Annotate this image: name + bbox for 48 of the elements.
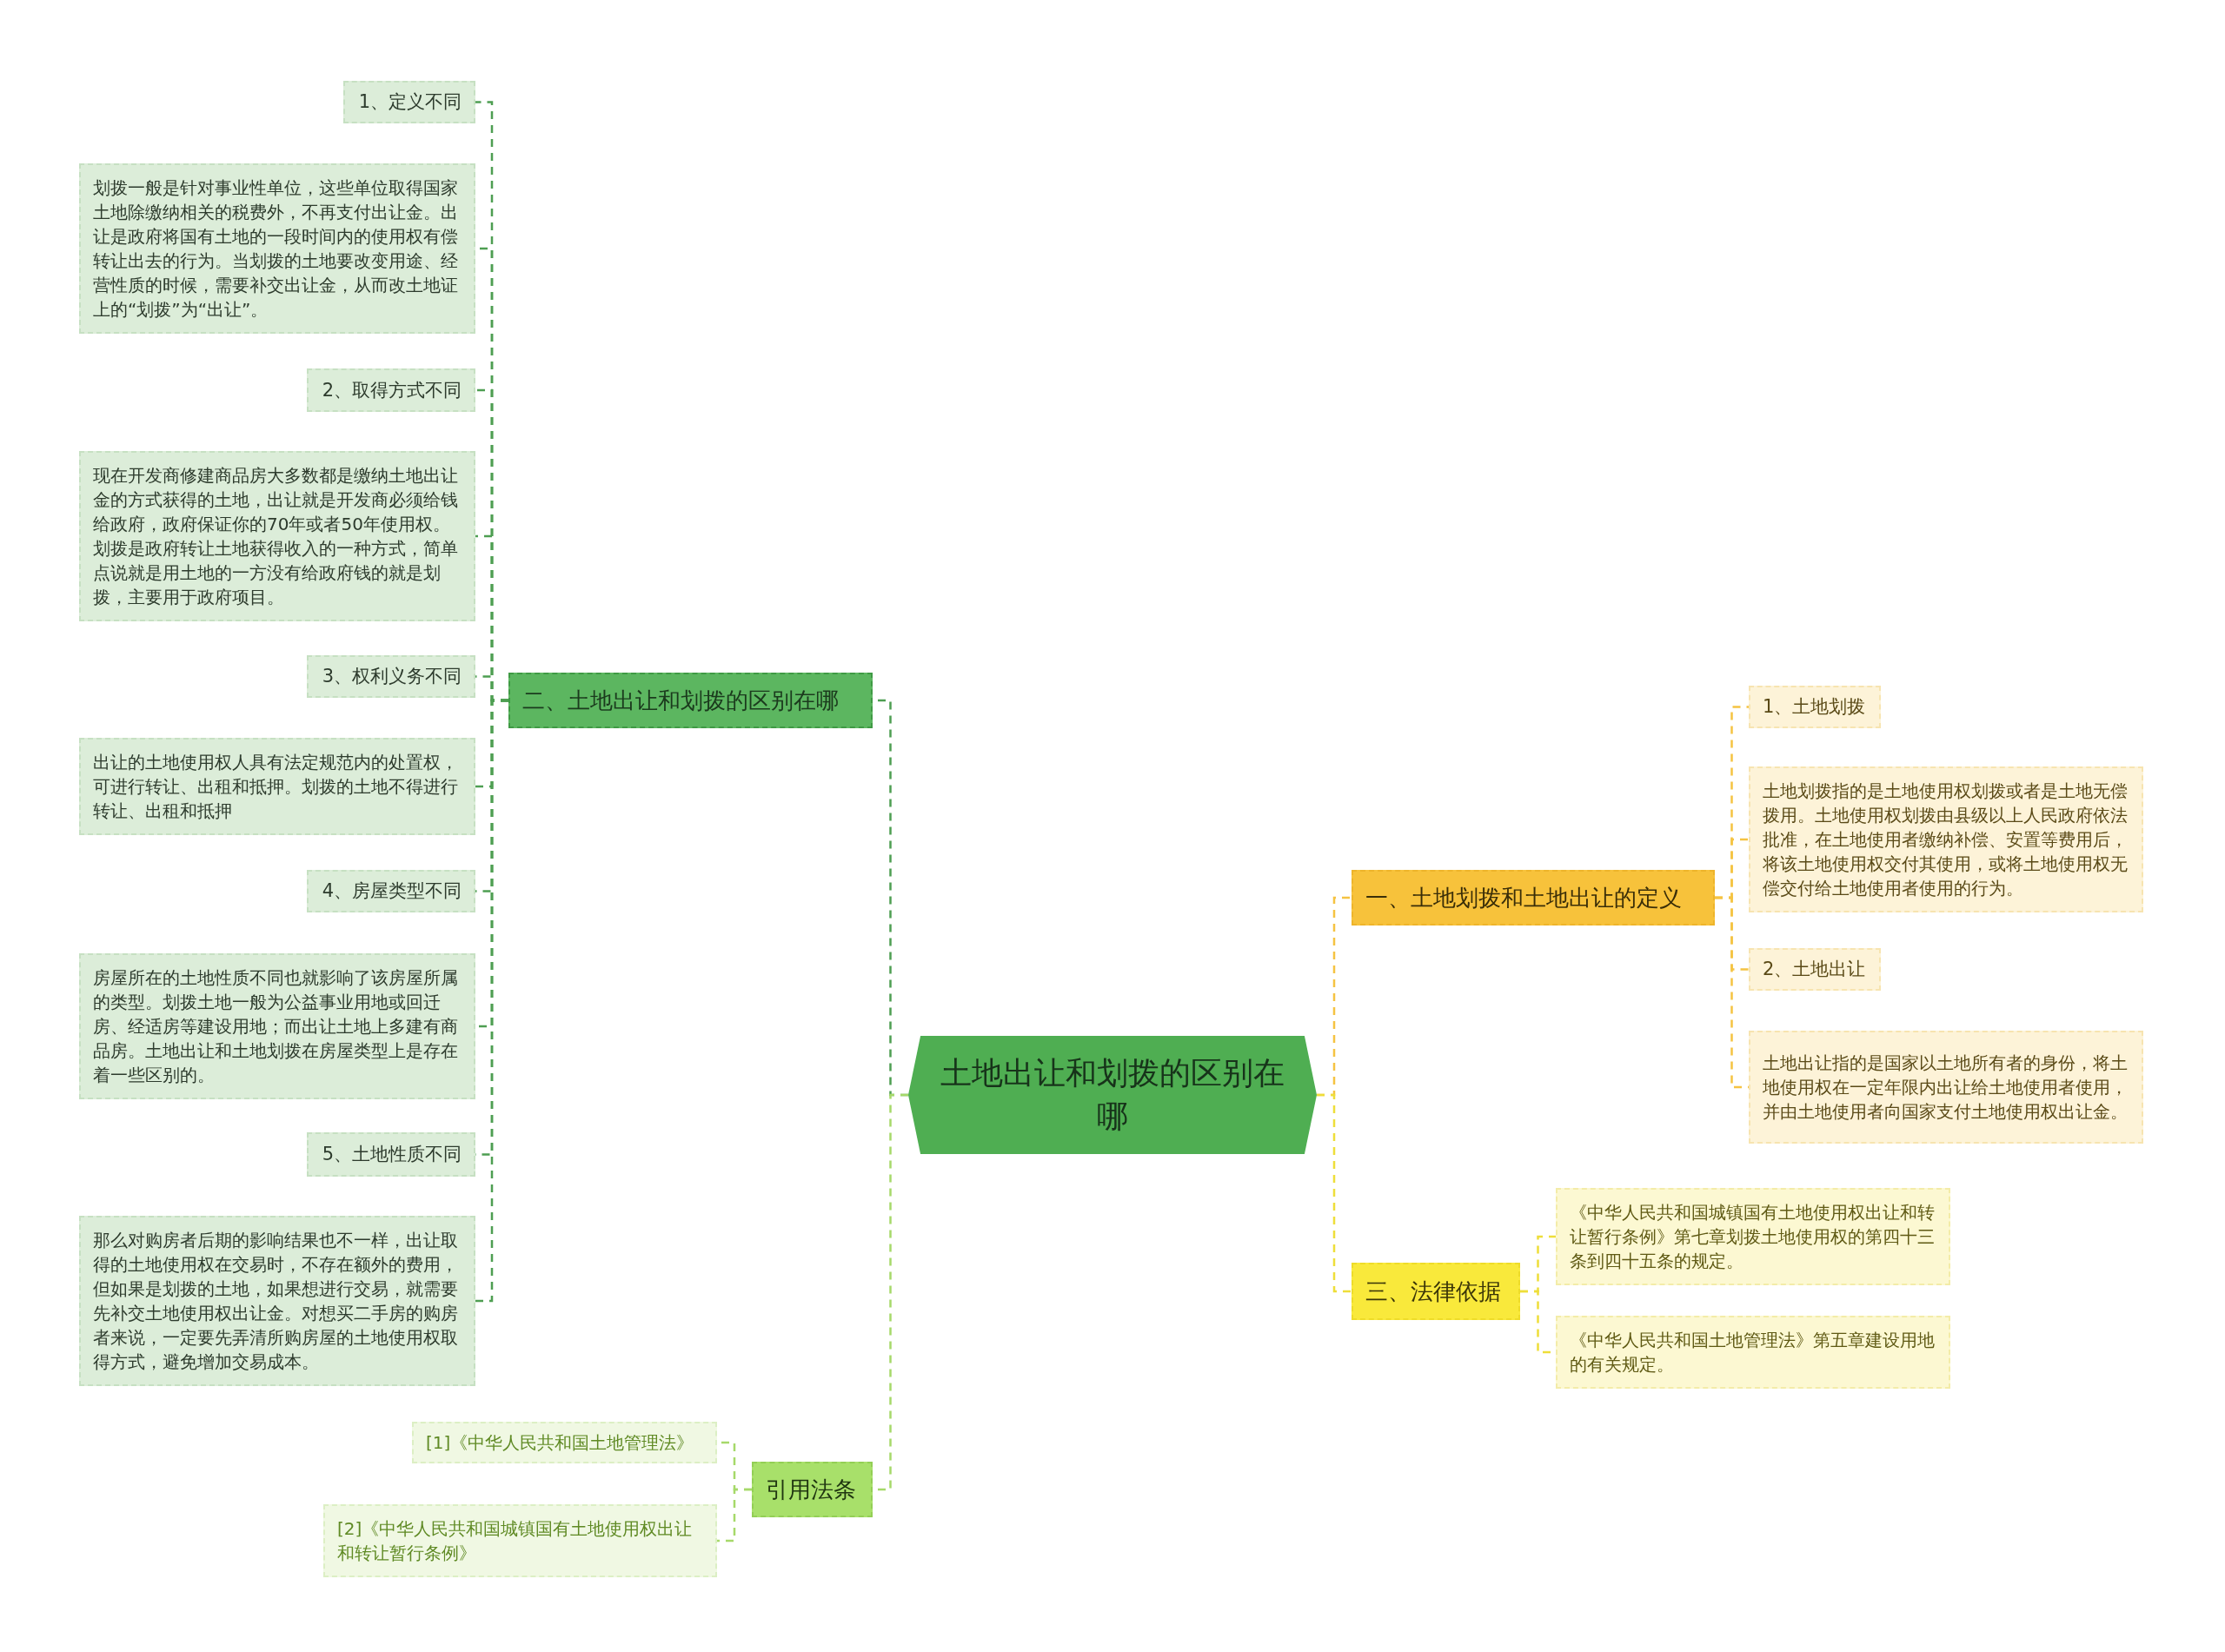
subtopic-box: [1749, 686, 1881, 728]
node-text: 《中华人民共和国土地管理法》第五章建设用地的有关规定。: [1570, 1329, 1936, 1377]
subtopic-box: [307, 1132, 475, 1177]
note-box: [79, 953, 475, 1099]
node-text: 3、权利义务不同: [322, 665, 462, 688]
branch-box: [1352, 870, 1715, 926]
node-text: 4、房屋类型不同: [322, 879, 462, 903]
branch-box: [1352, 1263, 1520, 1320]
connector-line: [717, 1488, 752, 1543]
node-text: 现在开发商修建商品房大多数都是缴纳土地出让金的方式获得的土地，出让就是开发商必须给钱给政府，政府保证你的70年或者50年使用权。划拨是政府转让土地获得收入的一种方式，简单点说就是用土地的一方没有给政府钱的就是划拨，主要用于政府项目。: [93, 464, 459, 609]
node-text: 那么对购房者后期的影响结果也不一样，出让取得的土地使用权在交易时，不存在额外的费用，但如果是划拨的土地，如果想进行交易，就需要先补交土地使用权出让金。对想买二手房的购房者来说，一定要先弄清所购房屋的土地使用权取得方式，避免增加交易成本。: [93, 1229, 459, 1374]
node-text: [1]《中华人民共和国土地管理法》: [426, 1431, 694, 1455]
node-text: [2]《中华人民共和国城镇国有土地使用权出让和转让暂行条例》: [337, 1517, 694, 1565]
node-text: 一、土地划拨和土地出让的定义: [1365, 884, 1682, 912]
note-box: [1749, 766, 2143, 912]
note-box: [79, 163, 475, 334]
topic-hexagon: [908, 1036, 1317, 1154]
node-text: 1、定义不同: [358, 90, 462, 114]
connector-line: [1317, 1093, 1352, 1293]
node-text: 划拨一般是针对事业性单位，这些单位取得国家土地除缴纳相关的税费外，不再支付出让金。出让是政府将国有土地的一段时间内的使用权有偿转让出去的行为。当划拨的土地要改变用途、经营性质的时候，需要补交出让金，从而改土地证上的“划拨”为“出让”。: [93, 176, 459, 322]
node-text: 1、土地划拨: [1763, 695, 1866, 719]
branch-box: [508, 673, 873, 728]
node-text: 二、土地出让和划拨的区别在哪: [522, 687, 839, 715]
node-text: 土地划拨指的是土地使用权划拨或者是土地无偿拨用。土地使用权划拨由县级以上人民政府依法批准，在土地使用者缴纳补偿、安置等费用后，将该土地使用权交付其使用，或将土地使用权无偿交付给土地使用者使用的行为。: [1763, 780, 2129, 900]
note-box: [1556, 1188, 1950, 1285]
node-text: 房屋所在的土地性质不同也就影响了该房屋所属的类型。划拨土地一般为公益事业用地或回迁房、经适房等建设用地；而出让土地上多建有商品房。土地出让和土地划拨在房屋类型上是存在着一些区别的。: [93, 966, 459, 1087]
node-text: 出让的土地使用权人具有法定规范内的处置权，可进行转让、出租和抵押。划拨的土地不得进行转让、出租和抵押: [93, 751, 459, 823]
branch-box: [752, 1462, 873, 1517]
node-text: 《中华人民共和国城镇国有土地使用权出让和转让暂行条例》第七章划拨土地使用权的第四十三条到四十五条的规定。: [1570, 1201, 1936, 1273]
node-text: 5、土地性质不同: [322, 1143, 462, 1166]
subtopic-box: [1749, 948, 1881, 991]
node-text: 三、法律依据: [1365, 1277, 1501, 1306]
node-text: 2、取得方式不同: [322, 378, 462, 402]
reference-box: [323, 1504, 717, 1577]
subtopic-box: [307, 870, 475, 912]
subtopic-box: [307, 368, 475, 412]
subtopic-box: [343, 81, 475, 123]
note-box: [79, 1216, 475, 1386]
note-box: [1556, 1316, 1950, 1389]
node-text: 引用法条: [766, 1476, 856, 1504]
topic-title: 土地出让和划拨的区别在哪: [940, 1054, 1285, 1136]
note-box: [79, 451, 475, 621]
subtopic-box: [307, 655, 475, 698]
node-text: 土地出让指的是国家以土地所有者的身份，将土地使用权在一定年限内出让给土地使用者使用，并由土地使用者向国家支付土地使用权出让金。: [1763, 1052, 2129, 1124]
reference-box: [412, 1422, 717, 1463]
note-box: [79, 738, 475, 835]
note-box: [1749, 1031, 2143, 1144]
node-text: 2、土地出让: [1763, 958, 1866, 981]
